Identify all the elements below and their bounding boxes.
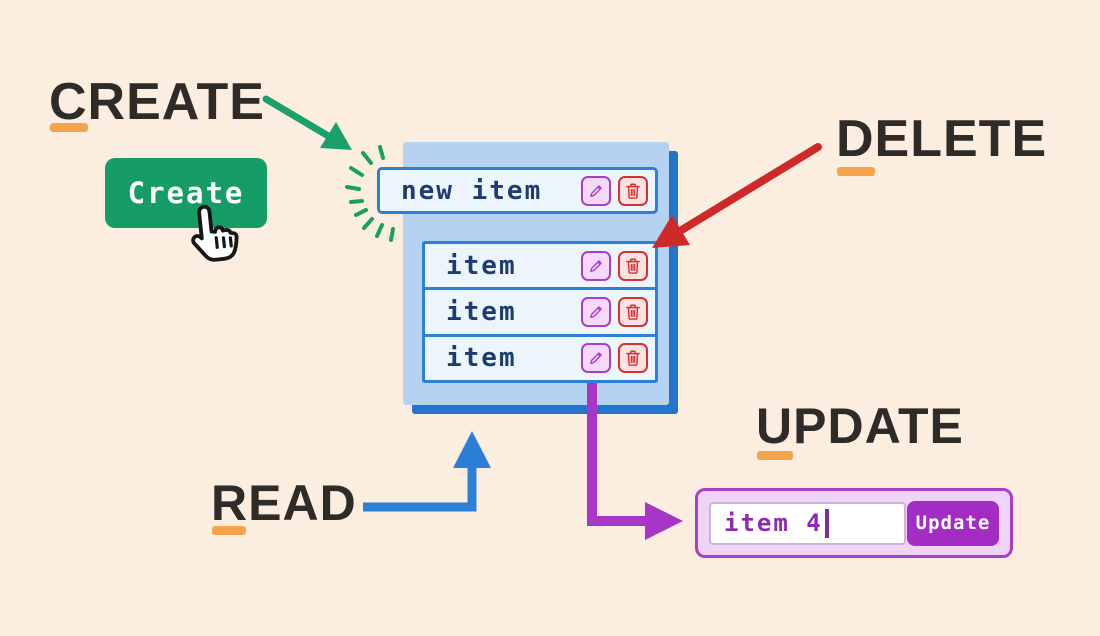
item-row: item [425,244,655,288]
item-row: item [425,287,655,334]
trash-icon [626,350,640,367]
update-heading: UPDATE [756,398,964,454]
edit-button[interactable] [581,296,611,327]
item-label: item [446,250,517,281]
trash-icon [626,304,640,320]
update-button[interactable]: Update [907,500,999,546]
update-arrow [587,383,683,540]
create-arrow [262,95,352,150]
read-heading-underline [212,526,246,535]
delete-heading-underline [837,167,875,176]
create-button[interactable]: Create [105,158,267,228]
item-row: item [425,333,655,380]
edit-button[interactable] [581,250,611,281]
update-form: item 4 Update [695,488,1013,558]
create-heading: CREATE [49,73,265,131]
delete-heading: DELETE [836,110,1048,168]
item-list: item item [422,241,658,383]
text-cursor [824,508,829,538]
pencil-icon [590,352,602,365]
pencil-icon [590,259,602,272]
delete-button[interactable] [618,343,648,374]
update-input-value: item 4 [724,509,823,537]
update-input[interactable]: item 4 [709,501,906,545]
delete-button[interactable] [618,296,648,327]
delete-button[interactable] [618,175,648,206]
hand-pointer-icon [175,197,245,267]
new-item-row: new item [377,167,658,214]
delete-arrow [652,143,822,248]
read-arrow [363,431,491,512]
edit-button[interactable] [581,175,611,206]
pencil-icon [590,306,602,319]
new-item-label: new item [401,175,543,206]
edit-button[interactable] [581,343,611,374]
delete-button[interactable] [618,250,648,281]
item-label: item [446,296,517,327]
update-heading-underline [757,451,793,460]
trash-icon [626,183,640,199]
pencil-icon [590,184,602,197]
create-heading-underline [50,123,88,132]
trash-icon [626,258,640,274]
item-label: item [446,343,517,374]
read-heading: READ [211,475,357,531]
